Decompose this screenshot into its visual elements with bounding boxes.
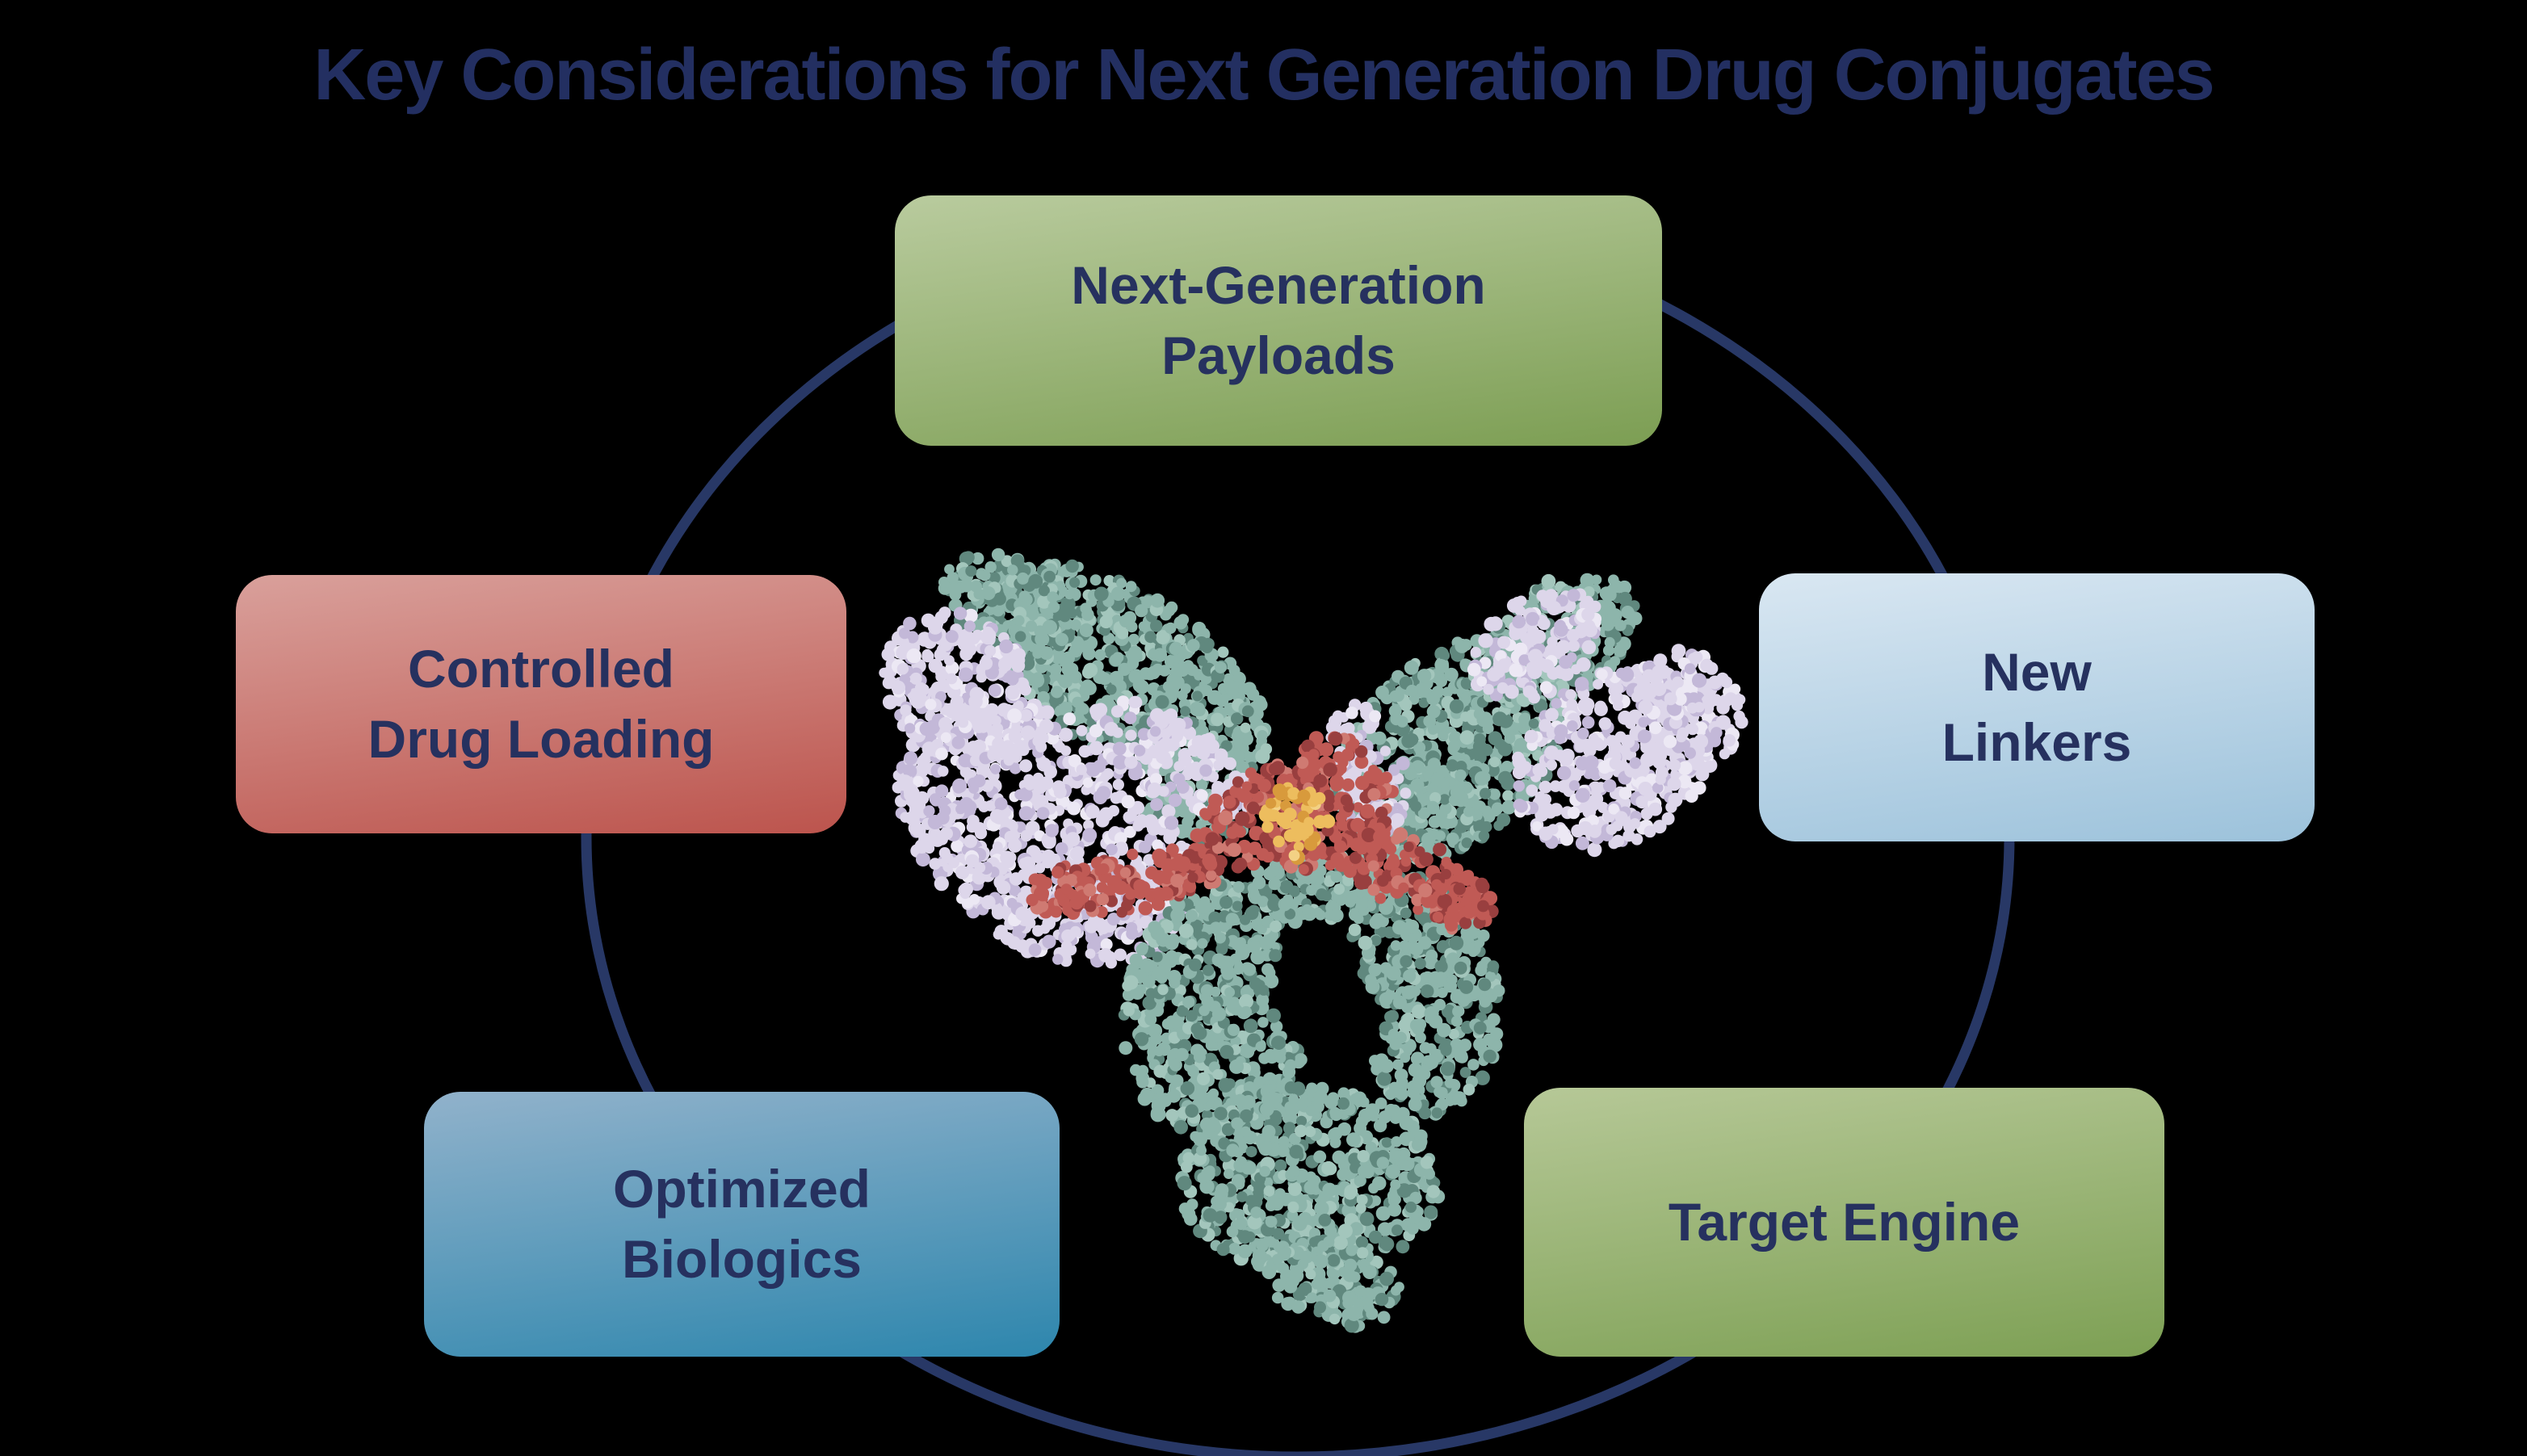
page-title: Key Considerations for Next Generation D… <box>313 35 2214 115</box>
node-controlled-drug-loading: Controlled Drug Loading <box>236 575 846 833</box>
node-label-line: Payloads <box>1161 325 1396 385</box>
node-optimized-biologics: Optimized Biologics <box>424 1092 1060 1357</box>
antibody-molecule <box>879 548 1748 1333</box>
node-label-line: Target Engine <box>1668 1191 2021 1252</box>
node-label-line: Drug Loading <box>367 709 715 769</box>
node-label-line: Biologics <box>621 1229 863 1289</box>
node-label-line: New <box>1982 641 2092 702</box>
node-label-line: Linkers <box>1941 712 2132 772</box>
node-label-line: Next-Generation <box>1071 254 1486 315</box>
node-label-line: Optimized <box>612 1158 871 1219</box>
node-target-engine: Target Engine <box>1524 1088 2164 1357</box>
node-next-generation-payloads: Next-Generation Payloads <box>895 195 1662 446</box>
node-label-line: Controlled <box>408 638 674 699</box>
node-new-linkers: New Linkers <box>1759 573 2315 841</box>
